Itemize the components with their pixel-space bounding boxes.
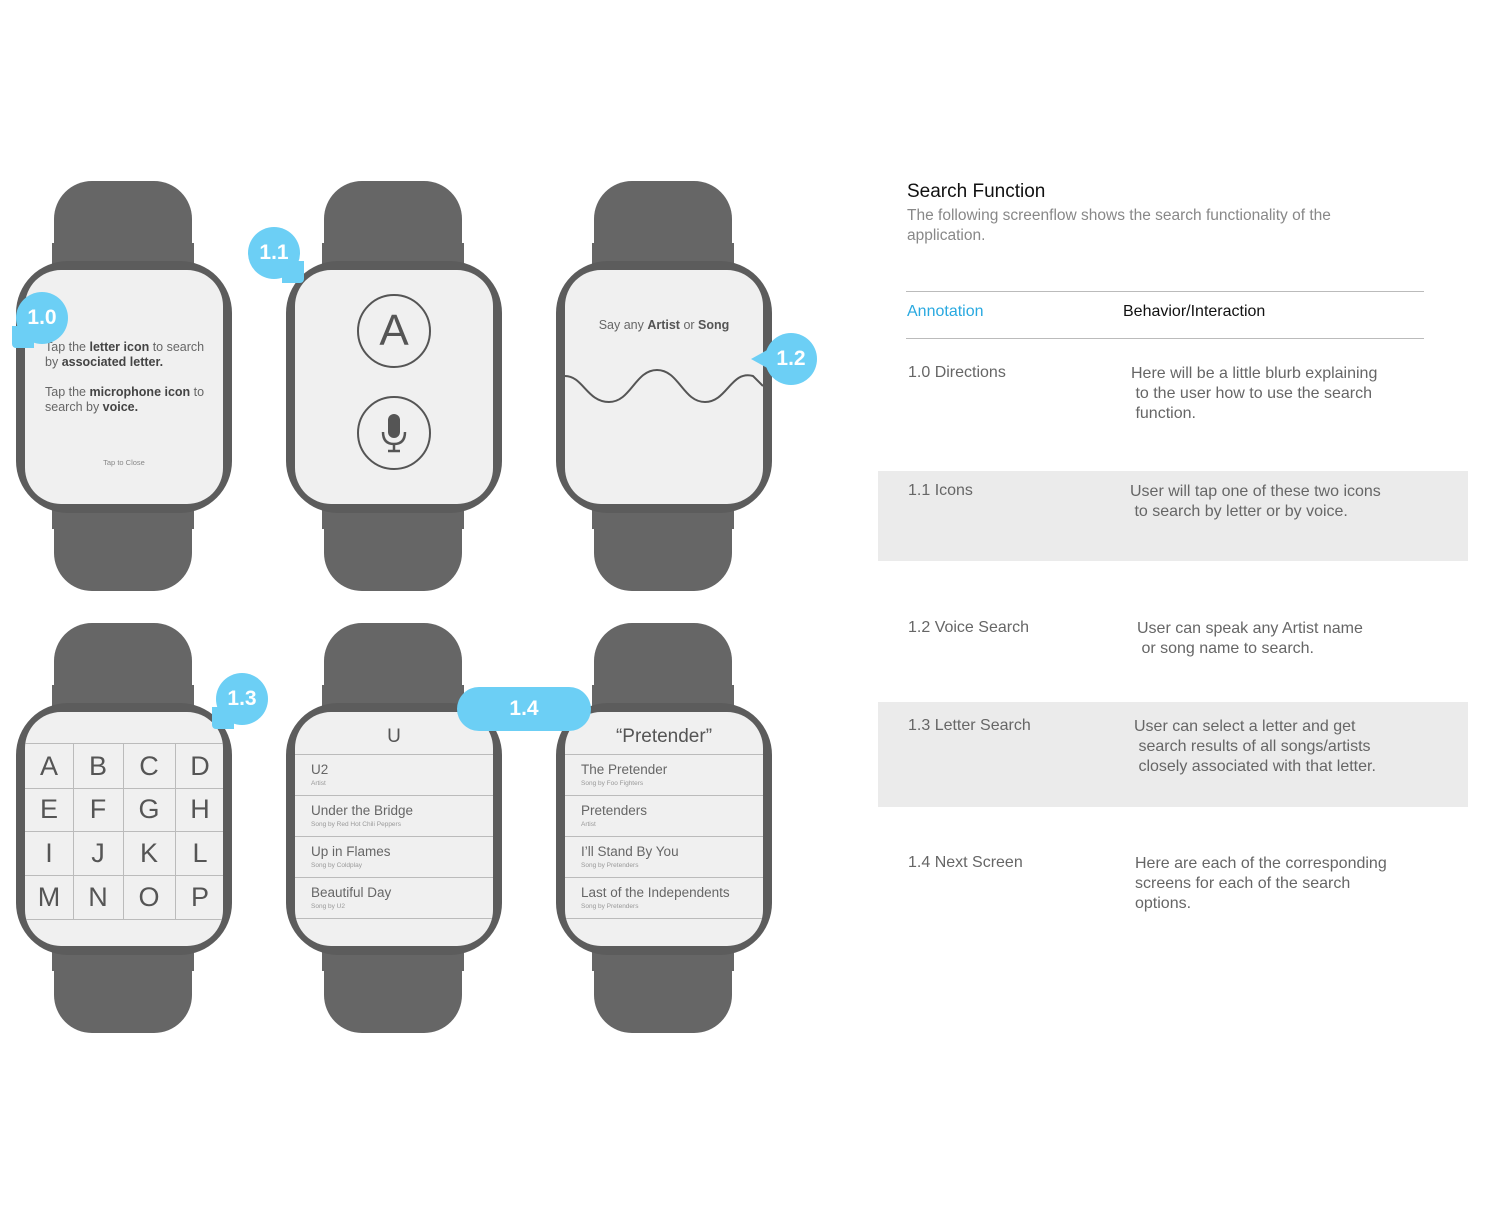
watch-voice: Say any Artist or Song: [556, 181, 776, 591]
item-title: Pretenders: [581, 803, 648, 818]
watch-directions: Tap the letter icon to search by associa…: [16, 181, 236, 591]
letter-a-icon: A: [379, 306, 409, 355]
item-title: Up in Flames: [311, 844, 391, 859]
letter-search-button[interactable]: A: [357, 294, 431, 368]
letter-key-i[interactable]: I: [25, 831, 74, 876]
letter-key-e[interactable]: E: [25, 787, 74, 832]
letter-key-p[interactable]: P: [175, 875, 223, 920]
annotation-1-4: 1.4 Next Screen: [908, 854, 1023, 871]
letter-key-c[interactable]: C: [123, 743, 176, 789]
behavior-1-0: Here will be a little blurb explaining t…: [1131, 365, 1378, 422]
letter-key-o[interactable]: O: [123, 875, 176, 920]
page-title: Search Function: [907, 181, 1046, 202]
tap-to-close-link[interactable]: Tap to Close: [103, 458, 145, 467]
annotation-1-0: 1.0 Directions: [908, 364, 1006, 381]
directions-letter-text: Tap the letter icon to search by associa…: [45, 340, 205, 369]
callout-1-3: 1.3: [212, 673, 268, 729]
callout-1-4: 1.4: [457, 687, 591, 731]
results-heading: “Pretender”: [615, 726, 713, 747]
annotation-1-1: 1.1 Icons: [908, 482, 973, 499]
letter-key-j[interactable]: J: [73, 831, 124, 876]
row-shading: [878, 702, 1468, 807]
item-title: I’ll Stand By You: [581, 844, 679, 859]
letter-key-l[interactable]: L: [175, 831, 223, 876]
row-shading: [878, 471, 1468, 561]
item-subtitle: Song by U2: [311, 903, 345, 910]
table-top-divider: [906, 291, 1424, 292]
results-heading: U: [387, 726, 401, 747]
annotation-1-2: 1.2 Voice Search: [908, 619, 1029, 636]
item-title: Beautiful Day: [311, 885, 392, 900]
item-subtitle: Song by Pretenders: [581, 903, 639, 910]
letter-key-d[interactable]: D: [175, 743, 223, 789]
letter-key-h[interactable]: H: [175, 787, 223, 832]
watch-case: Say any Artist or Song: [556, 261, 772, 513]
icons-screen: A: [295, 270, 493, 504]
voice-screen: Say any Artist or Song: [565, 270, 763, 504]
item-subtitle: Song by Pretenders: [581, 862, 639, 869]
item-subtitle: Artist: [311, 780, 326, 787]
letter-key-n[interactable]: N: [73, 875, 124, 920]
voice-search-button[interactable]: [357, 396, 431, 470]
behavior-1-2: User can speak any Artist name or song n…: [1137, 620, 1363, 657]
annotation-1-3: 1.3 Letter Search: [908, 717, 1031, 734]
directions-screen[interactable]: Tap the letter icon to search by associa…: [25, 270, 223, 504]
column-header-annotation: Annotation: [907, 303, 984, 320]
callout-1-2: 1.2: [751, 333, 817, 385]
letter-key-b[interactable]: B: [73, 743, 124, 789]
callout-1-1: 1.1: [248, 227, 304, 283]
item-title: The Pretender: [581, 762, 668, 777]
item-subtitle: Song by Red Hot Chili Peppers: [311, 821, 401, 828]
column-header-behavior: Behavior/Interaction: [1123, 303, 1266, 320]
item-subtitle: Artist: [581, 821, 596, 828]
behavior-1-1: User will tap one of these two icons to …: [1130, 483, 1381, 520]
watch-icons: A: [286, 181, 506, 591]
item-title: Under the Bridge: [311, 803, 414, 818]
item-title: U2: [311, 762, 329, 777]
behavior-1-4: Here are each of the corresponding scree…: [1135, 855, 1387, 912]
letter-key-a[interactable]: A: [25, 743, 74, 789]
letter-key-k[interactable]: K: [123, 831, 176, 876]
watch-case: A: [286, 261, 502, 513]
voice-prompt: Say any Artist or Song: [598, 318, 730, 332]
behavior-1-3: User can select a letter and get search …: [1134, 718, 1376, 775]
item-title: Last of the Independents: [581, 885, 730, 900]
callout-1-0: 1.0: [12, 292, 68, 348]
page-subtitle: The following screenflow shows the searc…: [907, 207, 1331, 244]
letter-key-g[interactable]: G: [123, 787, 176, 832]
item-subtitle: Song by Foo Fighters: [581, 780, 644, 787]
voice-waveform-icon: [565, 368, 763, 404]
directions-voice-text: Tap the microphone icon to search by voi…: [45, 385, 205, 414]
microphone-icon: [381, 414, 407, 453]
item-subtitle: Song by Coldplay: [311, 862, 362, 869]
table-header-divider: [906, 338, 1424, 339]
letter-key-f[interactable]: F: [73, 787, 124, 832]
letter-key-m[interactable]: M: [25, 875, 74, 920]
